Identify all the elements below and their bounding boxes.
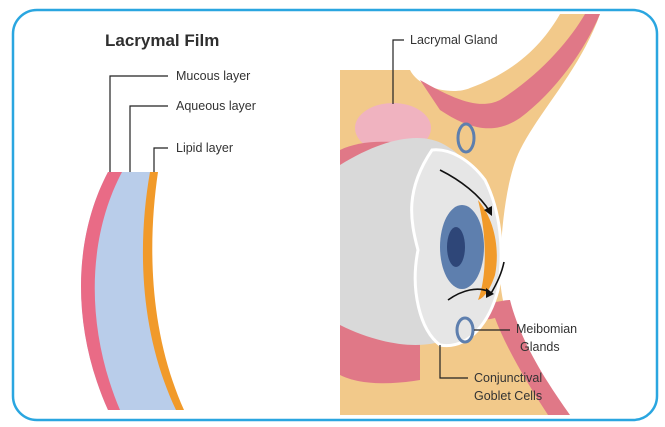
- lacrymal-gland-label: Lacrymal Gland: [410, 33, 498, 47]
- mucous-layer-label: Mucous layer: [176, 69, 250, 83]
- goblet-label-line2: Goblet Cells: [474, 389, 542, 403]
- figure-title: Lacrymal Film: [105, 31, 219, 50]
- lipid-layer-label: Lipid layer: [176, 141, 233, 155]
- meibomian-label-line1: Meibomian: [516, 322, 577, 336]
- aqueous-layer-label: Aqueous layer: [176, 99, 256, 113]
- meibomian-label-line2: Glands: [520, 340, 560, 354]
- pupil-shape: [447, 227, 465, 267]
- goblet-label-line1: Conjunctival: [474, 371, 542, 385]
